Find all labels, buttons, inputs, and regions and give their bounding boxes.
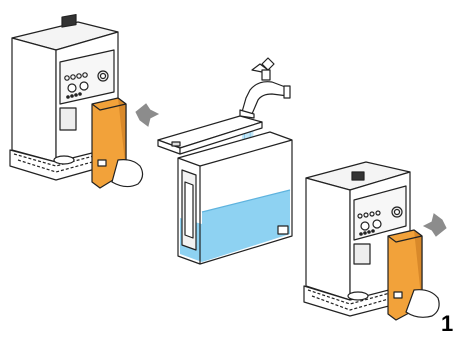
step-number: 1 (441, 313, 453, 335)
hand-left (112, 160, 143, 187)
water-tank-center (178, 132, 292, 264)
water-tap (240, 58, 290, 118)
arrow-insert-icon (424, 214, 446, 236)
arrow-pull-icon (136, 104, 158, 126)
